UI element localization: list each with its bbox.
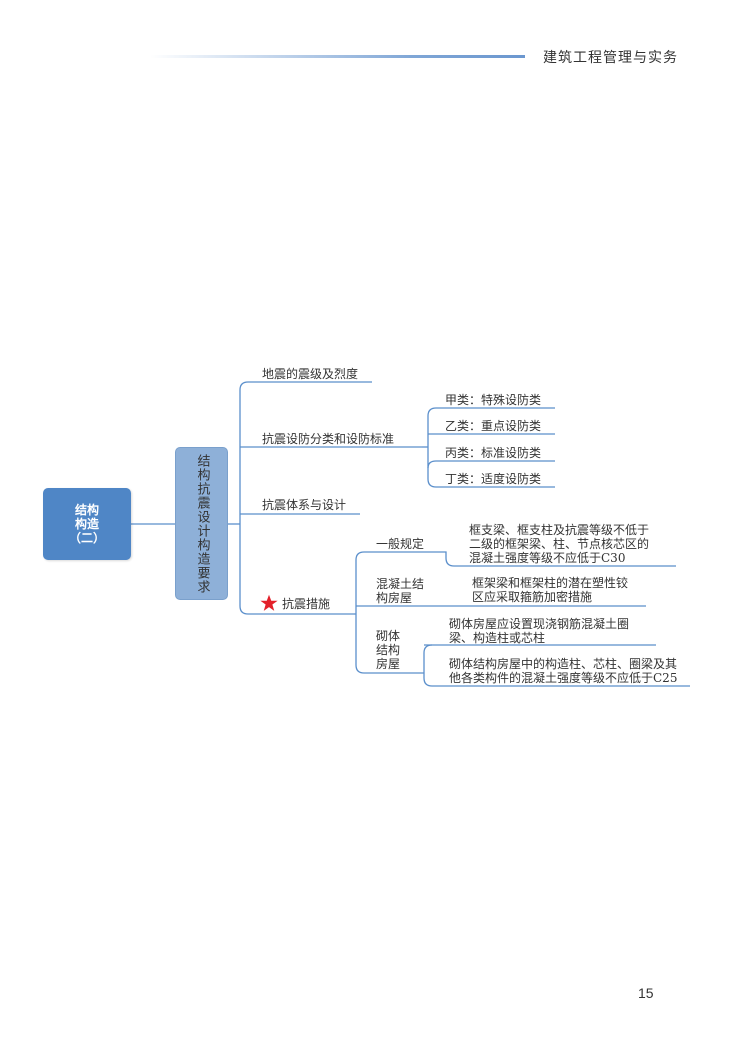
root-node-line: （二） — [68, 531, 105, 545]
root-node-label: 结构构造（二） — [67, 503, 107, 545]
branch-seismic-magnitude[interactable]: 地震的震级及烈度 — [262, 367, 359, 381]
class-b[interactable]: 乙类：重点设防类 — [445, 419, 542, 433]
measure-masonry-line1[interactable]: 砌体 — [376, 629, 401, 643]
measure-masonry-line3[interactable]: 房屋 — [376, 657, 401, 671]
header-title: 建筑工程管理与实务 — [543, 50, 678, 66]
measure-general[interactable]: 一般规定 — [376, 537, 425, 551]
class-a[interactable]: 甲类：特殊设防类 — [445, 393, 542, 407]
detail-concrete-line1: 框架梁和框架柱的潜在塑性铰 — [472, 576, 629, 590]
class-d[interactable]: 丁类：适度设防类 — [445, 472, 542, 486]
root-node-line: 结构 — [74, 503, 99, 517]
class-c[interactable]: 丙类：标准设防类 — [445, 446, 542, 460]
branch-seismic-measures[interactable]: 抗震措施 — [282, 597, 331, 611]
branch-seismic-system[interactable]: 抗震体系与设计 — [262, 498, 347, 512]
root-node[interactable]: 结构构造（二） — [43, 488, 131, 560]
measure-concrete-line2[interactable]: 构房屋 — [376, 591, 413, 605]
topic-node-label: 结构抗震设计构造要求 — [194, 453, 210, 594]
detail-concrete-line2: 区应采取箍筋加密措施 — [472, 590, 593, 604]
detail-general-line2: 二级的框架梁、柱、节点核芯区的 — [469, 537, 650, 551]
detail-masonry-a-line2: 梁、构造柱或芯柱 — [449, 631, 546, 645]
measure-concrete-line1[interactable]: 混凝土结 — [376, 577, 425, 591]
detail-general-line3: 混凝土强度等级不应低于C30 — [469, 551, 626, 565]
detail-masonry-b-line2: 他各类构件的混凝土强度等级不应低于C25 — [449, 671, 678, 685]
root-node-line: 构造 — [74, 517, 99, 531]
header-divider — [150, 55, 525, 58]
measure-masonry-line2[interactable]: 结构 — [376, 643, 401, 657]
branch-defense-classification[interactable]: 抗震设防分类和设防标准 — [262, 432, 395, 446]
detail-general-line1: 框支梁、框支柱及抗震等级不低于 — [469, 523, 650, 537]
topic-node[interactable]: 结构抗震设计构造要求 — [175, 447, 228, 600]
star-icon — [260, 594, 278, 611]
page-number: 15 — [638, 985, 654, 1001]
detail-masonry-a-line1: 砌体房屋应设置现浇钢筋混凝土圈 — [449, 617, 630, 631]
detail-masonry-b-line1: 砌体结构房屋中的构造柱、芯柱、圈梁及其 — [449, 657, 678, 671]
